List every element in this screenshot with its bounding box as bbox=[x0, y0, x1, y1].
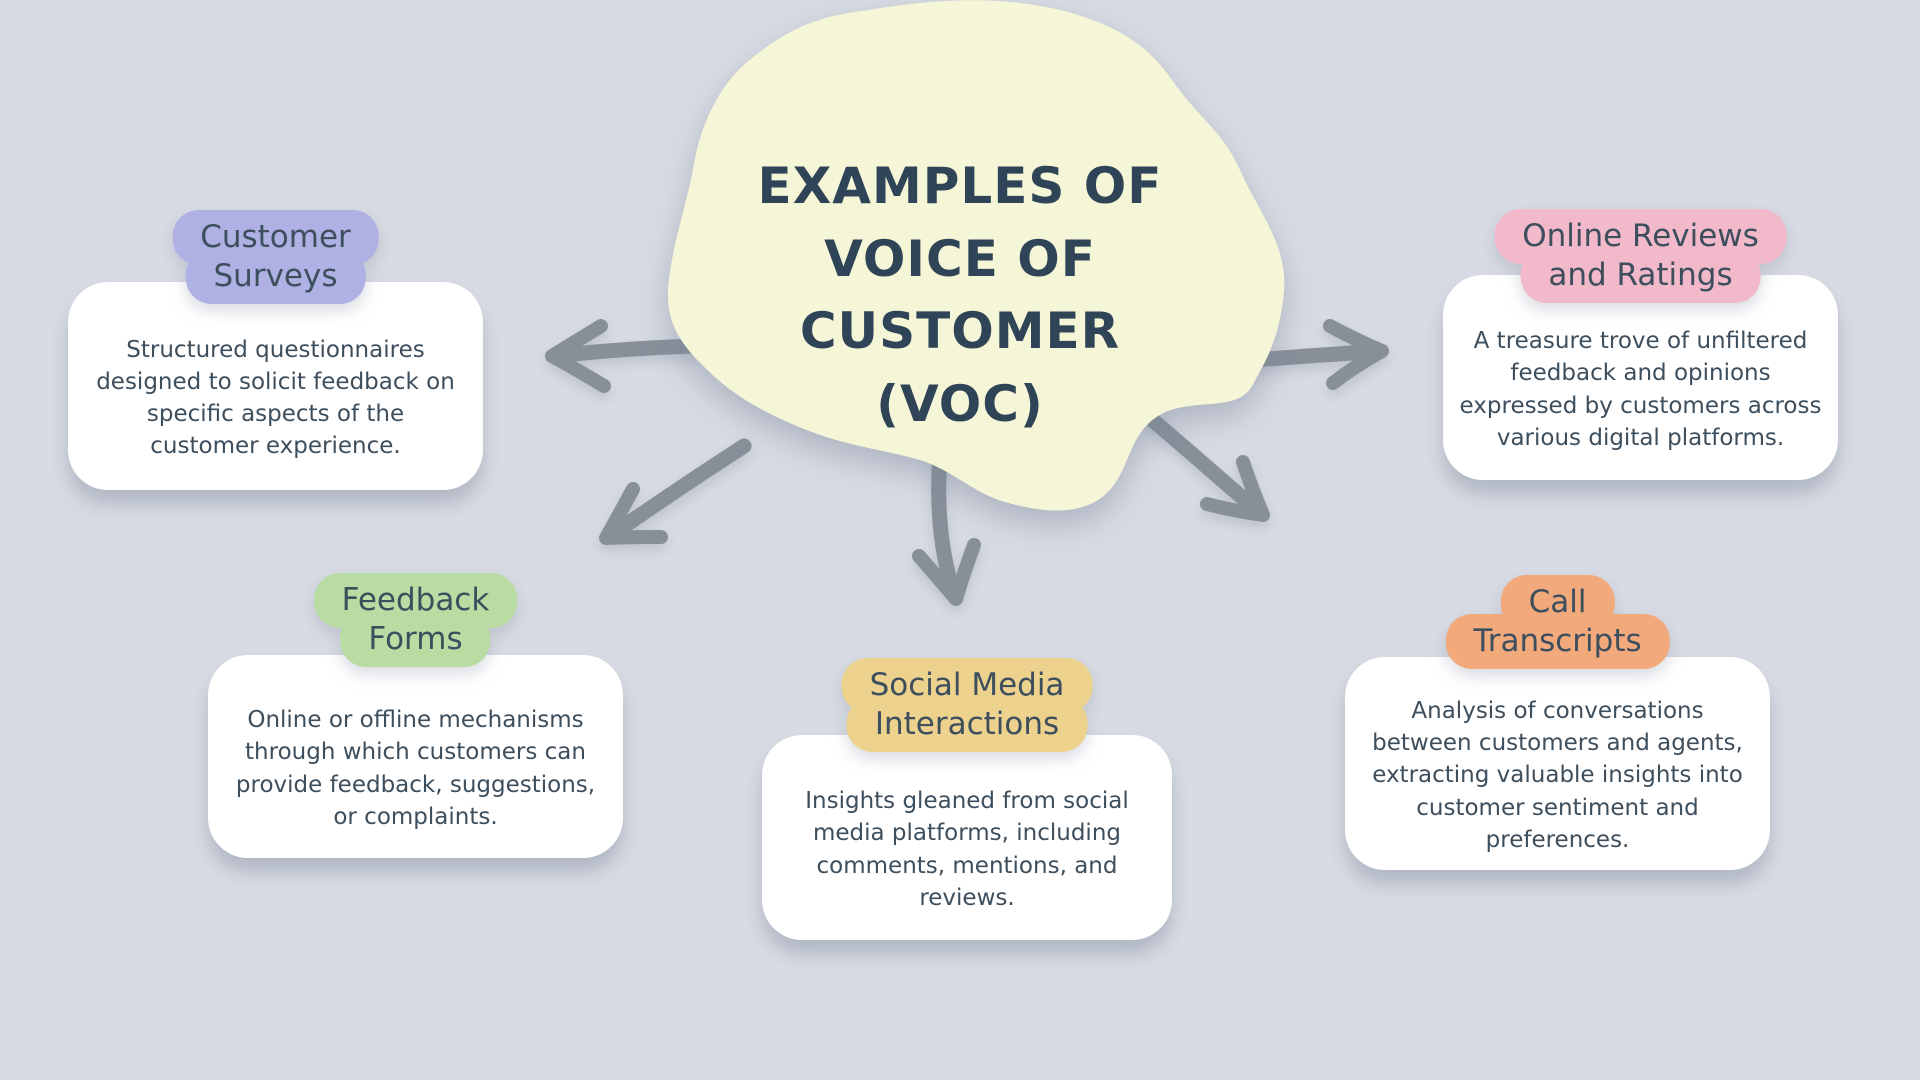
center-blob bbox=[667, 0, 1285, 511]
feedback-forms-description: Online or offline mechanisms through whi… bbox=[235, 707, 596, 830]
customer-surveys-description: Structured questionnaires designed to so… bbox=[96, 336, 455, 460]
online-reviews-label-line2: and Ratings bbox=[1520, 247, 1761, 303]
node-feedback-forms: Online or offline mechanisms through whi… bbox=[208, 573, 623, 858]
page-title: EXAMPLES OF VOICE OF CUSTOMER (VOC) bbox=[757, 157, 1163, 433]
arrow-to-customer-surveys bbox=[545, 319, 700, 393]
call-transcripts-card: Analysis of conversations between custom… bbox=[1345, 657, 1770, 870]
customer-surveys-card: Structured questionnaires designed to so… bbox=[68, 282, 483, 490]
social-media-card: Insights gleaned from social media platf… bbox=[762, 735, 1172, 940]
node-social-media-interactions: Insights gleaned from social media platf… bbox=[762, 658, 1172, 940]
social-media-description: Insights gleaned from social media platf… bbox=[805, 788, 1129, 911]
social-media-label-line2: Interactions bbox=[846, 696, 1088, 752]
call-transcripts-description: Analysis of conversations between custom… bbox=[1372, 698, 1743, 853]
customer-surveys-label-line2: Surveys bbox=[185, 248, 366, 304]
call-transcripts-label-line2: Transcripts bbox=[1445, 613, 1670, 669]
node-call-transcripts: Analysis of conversations between custom… bbox=[1345, 575, 1770, 870]
online-reviews-card: A treasure trove of unfiltered feedback … bbox=[1443, 275, 1838, 480]
customer-surveys-label: Customer Surveys bbox=[172, 210, 379, 304]
feedback-forms-label-line2: Forms bbox=[340, 611, 491, 667]
call-transcripts-label: Call Transcripts bbox=[1445, 575, 1670, 669]
arrow-to-feedback-forms bbox=[599, 438, 752, 545]
online-reviews-label: Online Reviews and Ratings bbox=[1494, 209, 1787, 303]
node-customer-surveys: Structured questionnaires designed to so… bbox=[68, 210, 483, 490]
online-reviews-description: A treasure trove of unfiltered feedback … bbox=[1459, 328, 1822, 451]
feedback-forms-card: Online or offline mechanisms through whi… bbox=[208, 655, 623, 858]
arrow-to-social-media bbox=[912, 447, 981, 606]
social-media-label: Social Media Interactions bbox=[841, 658, 1093, 752]
feedback-forms-label: Feedback Forms bbox=[313, 573, 518, 667]
node-online-reviews-and-ratings: A treasure trove of unfiltered feedback … bbox=[1443, 209, 1838, 480]
